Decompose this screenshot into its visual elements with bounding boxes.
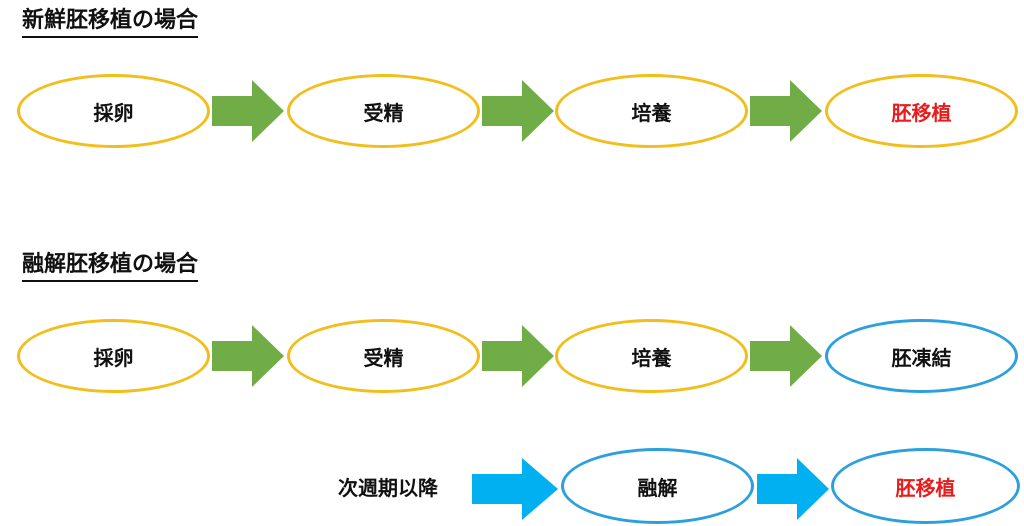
frozen-step-freezing: 胚凍結 (825, 319, 1018, 393)
frozen-step-culture: 培養 (555, 319, 748, 393)
followup-step-transfer: 胚移植 (831, 448, 1020, 524)
blue-arrow-icon (472, 458, 558, 520)
green-arrow-icon (212, 80, 284, 142)
fresh-step-retrieval: 採卵 (17, 74, 210, 148)
frozen-step-retrieval: 採卵 (17, 319, 210, 393)
fresh-step-transfer: 胚移植 (825, 74, 1018, 148)
followup-step-thawing: 融解 (561, 448, 754, 524)
green-arrow-icon (750, 80, 822, 142)
section-title-frozen: 融解胚移植の場合 (22, 254, 199, 282)
fresh-step-fertilization: 受精 (287, 74, 480, 148)
next-cycle-label: 次週期以降 (338, 476, 438, 500)
green-arrow-icon (212, 325, 284, 387)
frozen-step-fertilization: 受精 (287, 319, 480, 393)
section-title-fresh: 新鮮胚移植の場合 (22, 10, 199, 38)
green-arrow-icon (482, 80, 554, 142)
green-arrow-icon (750, 325, 822, 387)
fresh-step-culture: 培養 (555, 74, 748, 148)
blue-arrow-icon (757, 458, 829, 520)
green-arrow-icon (482, 325, 554, 387)
